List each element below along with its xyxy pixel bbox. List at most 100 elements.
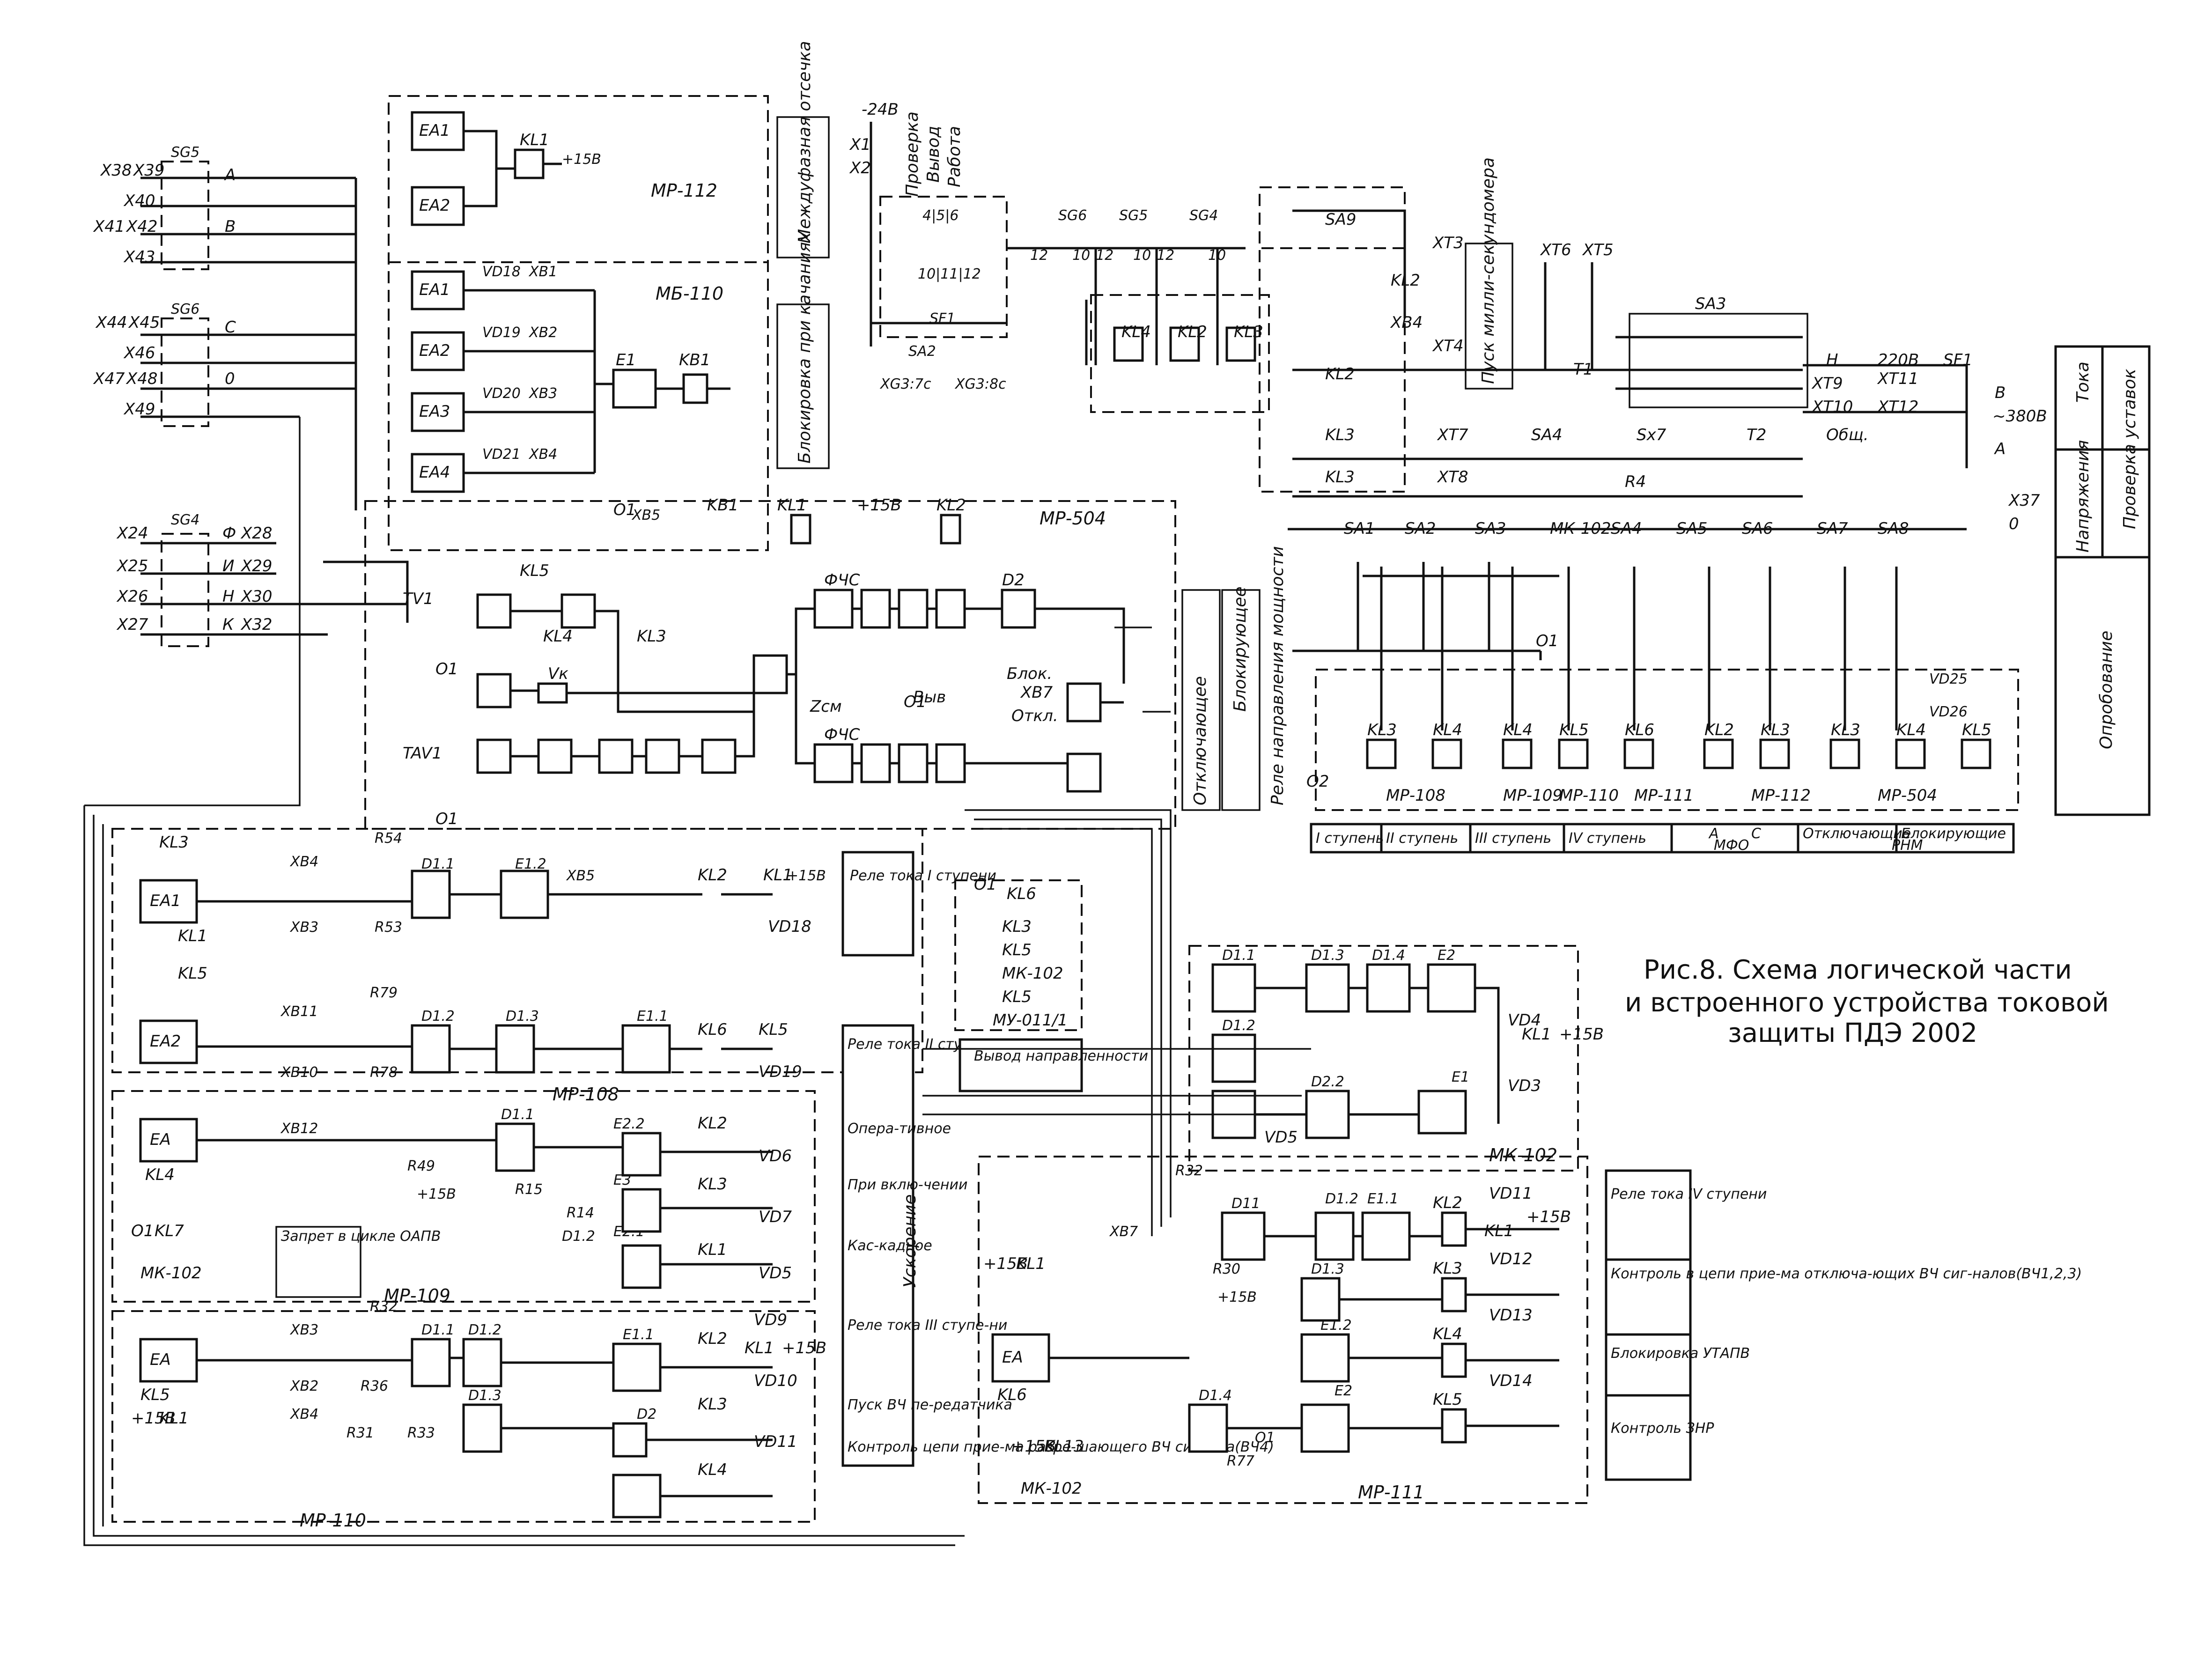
column-label: Контроль ЗНР <box>1611 1420 1714 1437</box>
svg-text:O1: O1 <box>974 875 996 894</box>
terminal-label: X27 <box>116 615 148 634</box>
svg-text:KL1: KL1 <box>763 866 793 885</box>
svg-text:XB3: XB3 <box>289 1322 318 1338</box>
svg-text:EA1: EA1 <box>419 121 450 140</box>
svg-text:Откл.: Откл. <box>1011 707 1058 725</box>
svg-text:KL1: KL1 <box>159 1409 189 1428</box>
blok-label: Блокирующее <box>1231 586 1250 712</box>
svg-text:KL1: KL1 <box>520 131 549 149</box>
svg-text:D1.3: D1.3 <box>1311 1261 1344 1277</box>
svg-text:KL13: KL13 <box>1044 1437 1084 1456</box>
switch-label: SA2 <box>1405 519 1436 538</box>
voltage-label: +15В <box>787 868 826 884</box>
relay-label: KL3 <box>1234 323 1263 341</box>
relay-label: KL6 <box>1625 721 1654 739</box>
svg-text:SG6: SG6 <box>171 301 199 317</box>
terminal-label: X47 <box>93 369 125 388</box>
svg-text:EA2: EA2 <box>150 1032 181 1051</box>
naprjazh-label: Напряжения <box>2073 440 2093 553</box>
svg-text:VD12: VD12 <box>1489 1250 1533 1268</box>
svg-text:X37: X37 <box>2008 491 2040 510</box>
svg-text:D1.2: D1.2 <box>562 1228 595 1245</box>
terminal-label: X44 <box>95 313 127 332</box>
svg-text:O1: O1 <box>131 1222 154 1240</box>
module-label: МР-109 <box>384 1285 450 1306</box>
svg-text:ФЧС: ФЧС <box>824 725 860 744</box>
svg-text:KL2: KL2 <box>1433 1194 1462 1212</box>
svg-text:R77: R77 <box>1227 1453 1254 1469</box>
svg-text:T2: T2 <box>1747 426 1766 444</box>
svg-text:O1: O1 <box>435 660 458 678</box>
svg-text:VD19: VD19 <box>759 1062 802 1081</box>
svg-text:O1: O1 <box>613 501 636 519</box>
svg-text:МК-102: МК-102 <box>1002 964 1063 983</box>
voltage-label: 220В <box>1878 351 1919 369</box>
svg-text:VD11: VD11 <box>754 1432 797 1451</box>
svg-text:KL2: KL2 <box>698 866 727 885</box>
svg-text:D1.3: D1.3 <box>1311 947 1344 964</box>
svg-text:X1: X1 <box>849 135 871 154</box>
relay-label: KL4 <box>1896 721 1926 739</box>
svg-text:VD21: VD21 <box>482 446 521 463</box>
phase-label: Н <box>222 587 235 606</box>
terminal-label: X45 <box>128 313 160 332</box>
switch-label: SA6 <box>1742 519 1773 538</box>
relay-label: KL4 <box>1121 323 1151 341</box>
svg-text:KB1: KB1 <box>707 496 738 515</box>
svg-text:12: 12 <box>1030 247 1048 264</box>
svg-text:O1: O1 <box>435 810 458 828</box>
terminal-label: X24 <box>116 524 148 543</box>
svg-text:R53: R53 <box>375 919 402 936</box>
svg-text:R33: R33 <box>407 1425 435 1441</box>
caption-line2: и встроенного устройства токовой <box>1625 988 2109 1018</box>
svg-text:EA: EA <box>1002 1348 1023 1367</box>
column-label: Пуск ВЧ пе-редатчика <box>848 1397 1012 1413</box>
caption-line1: Рис.8. Схема логической части <box>1644 955 2072 985</box>
terminal-block-sg6: SG6 X44 X45 X46 X47 X48 X49 С 0 <box>93 301 356 427</box>
svg-text:А: А <box>1994 440 2006 458</box>
svg-text:Общ.: Общ. <box>1826 426 1869 444</box>
column-label: Кас-кадное <box>848 1238 932 1254</box>
relay-label: KL3 <box>1831 721 1860 739</box>
svg-text:E2.2: E2.2 <box>613 1116 645 1132</box>
svg-text:R32: R32 <box>370 1298 398 1315</box>
svg-text:D1.3: D1.3 <box>506 1008 539 1025</box>
phase-label: С <box>225 318 236 337</box>
module-label: МР-109 <box>1503 786 1563 805</box>
relay-label: KL4 <box>1433 721 1462 739</box>
svg-text:VD6: VD6 <box>759 1147 792 1165</box>
svg-text:KL1: KL1 <box>1016 1254 1046 1273</box>
svg-text:E1: E1 <box>616 351 636 369</box>
svg-text:SG5: SG5 <box>171 144 199 161</box>
column-label: Реле тока I ступени <box>850 868 996 884</box>
relay-label: KL2 <box>1704 721 1734 739</box>
voltage-label: +15В <box>983 1254 1028 1273</box>
svg-text:R31: R31 <box>347 1425 374 1441</box>
svg-text:D1.2: D1.2 <box>468 1322 501 1338</box>
svg-text:D1.1: D1.1 <box>421 856 455 872</box>
voltage-label: +15В <box>1217 1289 1257 1305</box>
svg-text:KL4: KL4 <box>1433 1325 1462 1343</box>
svg-text:VD4: VD4 <box>1508 1011 1541 1030</box>
svg-text:D1.3: D1.3 <box>468 1387 501 1404</box>
svg-text:KB1: KB1 <box>679 351 710 369</box>
svg-text:KL6: KL6 <box>1007 885 1036 903</box>
svg-text:KL2: KL2 <box>698 1329 727 1348</box>
svg-text:SA3: SA3 <box>1695 295 1726 313</box>
svg-text:SG4: SG4 <box>1189 207 1218 224</box>
svg-text:EA2: EA2 <box>419 341 450 360</box>
svg-text:EA: EA <box>150 1350 171 1369</box>
svg-text:SG6: SG6 <box>1058 207 1087 224</box>
voltage-label: +15В <box>1526 1208 1571 1226</box>
svg-text:X2: X2 <box>849 159 871 177</box>
voltage-label: +15В <box>857 496 901 515</box>
table-cell: Блокирующие <box>1901 826 2006 842</box>
svg-text:KL3: KL3 <box>698 1175 727 1194</box>
switch-label: SA5 <box>1676 519 1707 538</box>
svg-text:R15: R15 <box>515 1181 543 1198</box>
terminal-label: X32 <box>240 615 273 634</box>
column-label: Контроль в цепи прие-ма отключа-ющих ВЧ … <box>1611 1266 2082 1282</box>
table-cell: III ступень <box>1475 830 1551 847</box>
svg-text:XG3:8c: XG3:8c <box>954 376 1006 392</box>
svg-text:XB7: XB7 <box>1020 683 1053 702</box>
